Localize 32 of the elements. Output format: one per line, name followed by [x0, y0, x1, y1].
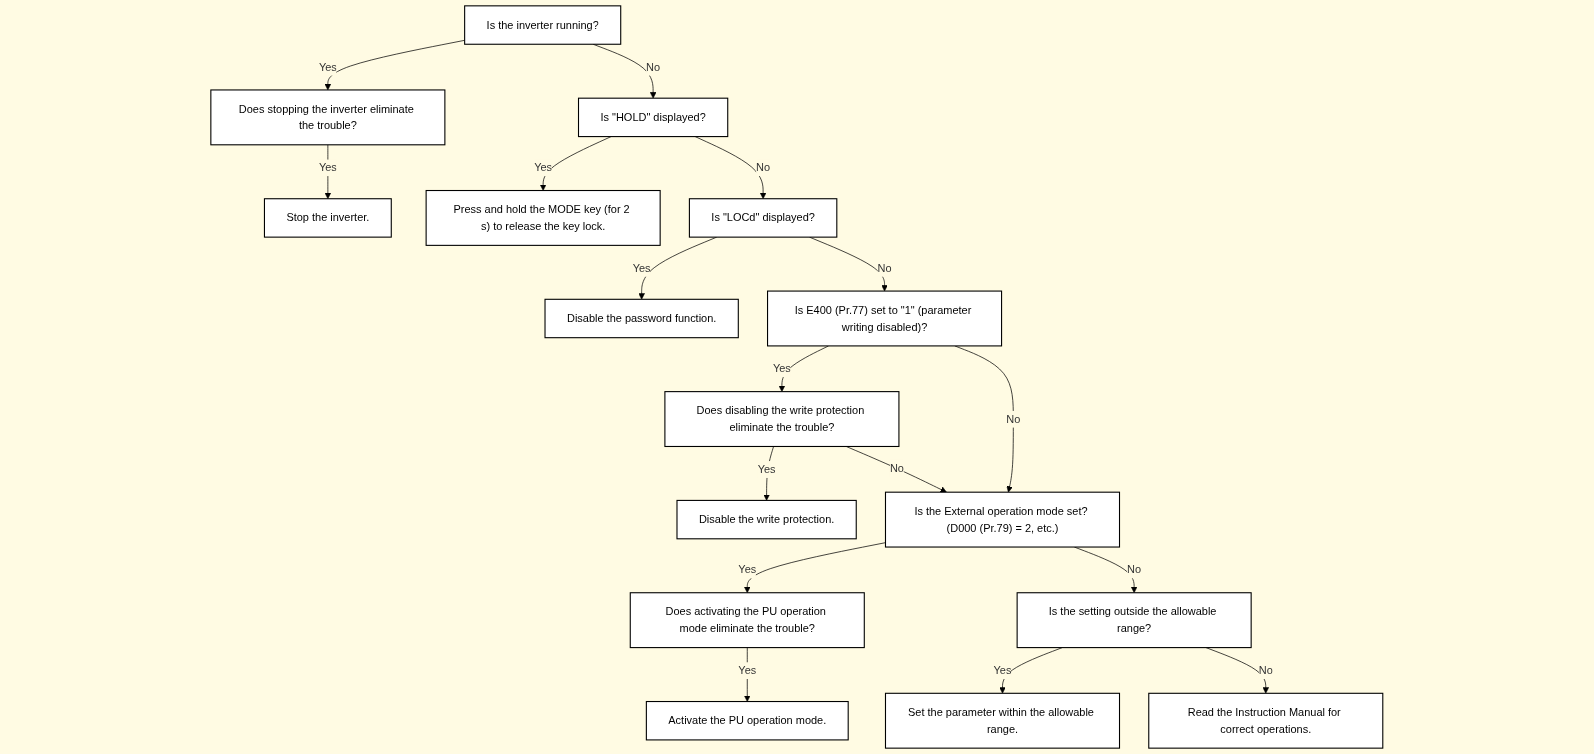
edge-label: No — [1258, 663, 1273, 677]
edge-label: Yes — [738, 563, 757, 576]
node-box: Set the parameter within the allowable range. — [885, 692, 1121, 749]
edge-label: No — [890, 461, 905, 474]
edge-label: Yes — [757, 462, 776, 475]
node-box: Stop the inverter. — [264, 198, 392, 238]
edge-label: No — [646, 60, 661, 73]
node-box: Is the inverter running? — [464, 5, 622, 45]
node-box: Is E400 (Pr.77) set to "1" (parameter writing disabled)? — [767, 290, 1003, 347]
node-box: Does stopping the inverter eliminate the trouble? — [210, 89, 446, 146]
edge-label: Yes — [632, 261, 651, 274]
node-box: Does disabling the write protection eliminate the trouble? — [664, 391, 900, 448]
edge-label: No — [756, 160, 771, 174]
node-box: Read the Instruction Manual for correct operations. — [1148, 692, 1384, 749]
edge-label: Yes — [993, 663, 1012, 677]
edge-label: Yes — [738, 663, 757, 677]
node-box: Disable the password function. — [544, 298, 739, 339]
edge-label: Yes — [773, 362, 792, 375]
edge-label: No — [1127, 563, 1142, 576]
node-box: Press and hold the MODE key (for 2 s) to release the key lock. — [425, 189, 661, 246]
edge-label: Yes — [534, 160, 553, 174]
edge-label: No — [877, 261, 892, 274]
node-box: Is "LOCd" displayed? — [689, 198, 838, 238]
node-box: Does activating the PU operation mode eliminate the trouble? — [629, 592, 865, 649]
node-box: Is the External operation mode set? (D000 (Pr.79) = 2, etc.) — [885, 491, 1121, 548]
edge-label: Yes — [319, 60, 337, 73]
node-box: Disable the write protection. — [676, 499, 857, 540]
node-box: Is "HOLD" displayed? — [578, 97, 729, 138]
node-box: Activate the PU operation mode. — [646, 701, 849, 741]
edge-label: Yes — [319, 160, 337, 174]
node-box: Is the setting outside the allowable range? — [1016, 592, 1252, 649]
edge-label: No — [1006, 412, 1021, 425]
